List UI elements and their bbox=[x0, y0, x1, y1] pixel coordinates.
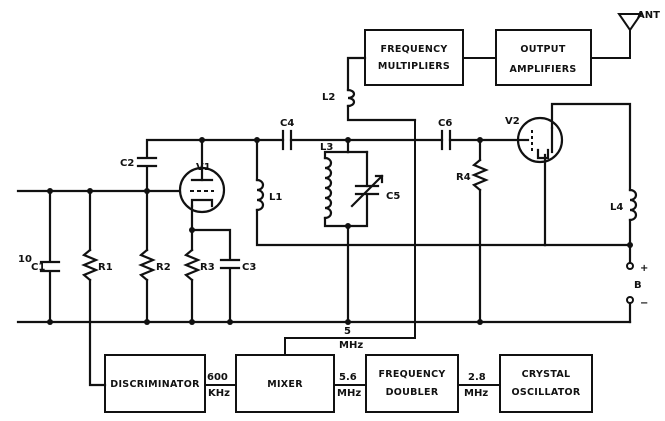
mixer-block: MIXER bbox=[235, 354, 335, 413]
crystal-oscillator-label-2: OSCILLATOR bbox=[511, 387, 580, 398]
crystal-freq-value: 2.8 bbox=[468, 372, 486, 383]
output-amplifiers-block: OUTPUT AMPLIFIERS bbox=[495, 29, 592, 86]
signal-labels: 5 MHz 600 KHz 5.6 MHz 2.8 MHz bbox=[207, 326, 488, 399]
frequency-doubler-block: FREQUENCY DOUBLER bbox=[365, 354, 459, 413]
block-links bbox=[205, 30, 631, 386]
tube-v1: V1 bbox=[178, 138, 232, 260]
resistor-r2: R2 bbox=[138, 189, 171, 324]
resistor-r4: R4 bbox=[456, 138, 489, 324]
discriminator-freq-value: 600 bbox=[207, 372, 228, 383]
frequency-doubler-label-2: DOUBLER bbox=[386, 387, 439, 398]
l3-label: L3 bbox=[320, 142, 333, 153]
crystal-oscillator-block: CRYSTAL OSCILLATOR bbox=[499, 354, 593, 413]
resistor-r1: R1 bbox=[81, 189, 113, 387]
l1-label: L1 bbox=[269, 192, 282, 203]
r1-label: R1 bbox=[98, 262, 113, 273]
c1-value-label: 10 bbox=[18, 254, 32, 265]
r3-label: R3 bbox=[200, 262, 215, 273]
c4-label: C4 bbox=[280, 118, 294, 129]
v2-label: V2 bbox=[505, 116, 520, 127]
crystal-freq-unit: MHz bbox=[464, 388, 488, 399]
b-minus-label: − bbox=[640, 298, 648, 309]
antenna: ANT bbox=[617, 10, 660, 32]
mixer-label: MIXER bbox=[267, 379, 303, 390]
discriminator-freq-unit: KHz bbox=[208, 388, 230, 399]
b-label: B bbox=[634, 280, 642, 291]
crystal-oscillator-label-1: CRYSTAL bbox=[522, 369, 571, 380]
l2-label: L2 bbox=[322, 92, 335, 103]
junction-dots bbox=[47, 137, 633, 325]
doubler-freq-unit: MHz bbox=[337, 388, 361, 399]
doubler-freq-value: 5.6 bbox=[339, 372, 357, 383]
variable-capacitor-c5: C5 bbox=[346, 150, 400, 228]
r2-label: R2 bbox=[156, 262, 171, 273]
tank-wiring: C4 C6 bbox=[200, 118, 522, 151]
l4-label: L4 bbox=[610, 202, 623, 213]
mixer-input-value: 5 bbox=[344, 326, 351, 337]
tube-v2: V2 bbox=[505, 102, 632, 247]
c6-label: C6 bbox=[438, 118, 452, 129]
r4-label: R4 bbox=[456, 172, 471, 183]
frequency-multipliers-label-1: FREQUENCY bbox=[380, 44, 447, 55]
frequency-multipliers-block: FREQUENCY MULTIPLIERS bbox=[364, 29, 464, 86]
capacitor-c3: C3 bbox=[219, 258, 256, 324]
ground-rail bbox=[16, 189, 632, 324]
c3-label: C3 bbox=[242, 262, 256, 273]
b-plus-label: + bbox=[640, 263, 648, 274]
inductor-l1: L1 bbox=[255, 138, 547, 247]
resistor-r3: R3 bbox=[183, 228, 215, 324]
capacitor-c2: C2 bbox=[120, 138, 204, 193]
c2-label: C2 bbox=[120, 158, 134, 169]
frequency-doubler-label-1: FREQUENCY bbox=[378, 369, 445, 380]
inductor-l3: L3 bbox=[320, 138, 369, 324]
antenna-label: ANT bbox=[637, 10, 660, 21]
output-amplifiers-label-1: OUTPUT bbox=[520, 44, 565, 55]
discriminator-label: DISCRIMINATOR bbox=[110, 379, 200, 390]
v1-label: V1 bbox=[196, 162, 211, 173]
c1-label: C1 bbox=[31, 262, 45, 273]
b-supply: + B − bbox=[626, 262, 648, 324]
frequency-multipliers-label-2: MULTIPLIERS bbox=[378, 61, 450, 72]
inductor-l4: L4 bbox=[543, 188, 638, 264]
output-amplifiers-label-2: AMPLIFIERS bbox=[509, 64, 576, 75]
mixer-input-unit: MHz bbox=[339, 340, 363, 351]
c5-label: C5 bbox=[386, 191, 400, 202]
inductor-l2: L2 bbox=[322, 56, 417, 122]
discriminator-block: DISCRIMINATOR bbox=[104, 354, 206, 413]
capacitor-c1: C1 10 bbox=[18, 189, 61, 324]
